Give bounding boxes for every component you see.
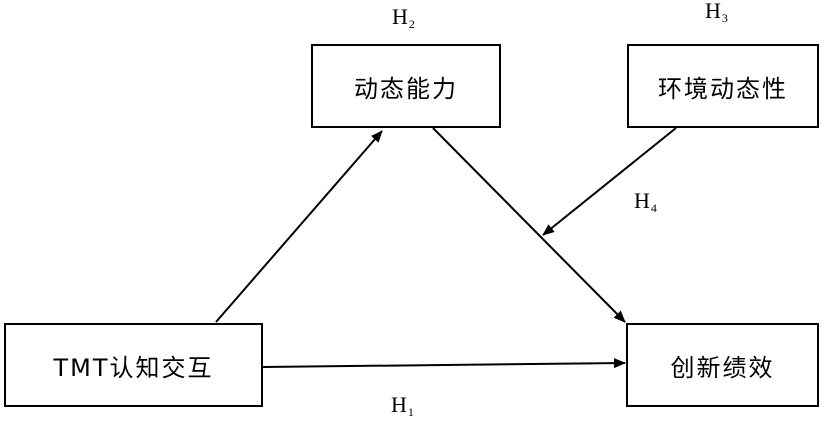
arrow-tmt-to-performance — [262, 358, 626, 369]
arrow-tmt-to-dynamic-capability — [215, 130, 383, 323]
label-h2: H2 — [392, 4, 415, 31]
node-dynamic-capability: 动态能力 — [311, 44, 501, 128]
label-h1: H1 — [391, 392, 414, 419]
label-h3: H3 — [705, 0, 728, 25]
node-environmental-dynamism: 环境动态性 — [627, 44, 819, 128]
arrow-environmental-dynamism-moderation — [542, 127, 677, 236]
arrow-dynamic-capability-to-performance — [432, 127, 626, 323]
node-tmt-cognitive-interaction: TMT认知交互 — [4, 323, 263, 407]
node-innovation-performance: 创新绩效 — [626, 323, 819, 407]
label-h4: H4 — [634, 188, 657, 215]
